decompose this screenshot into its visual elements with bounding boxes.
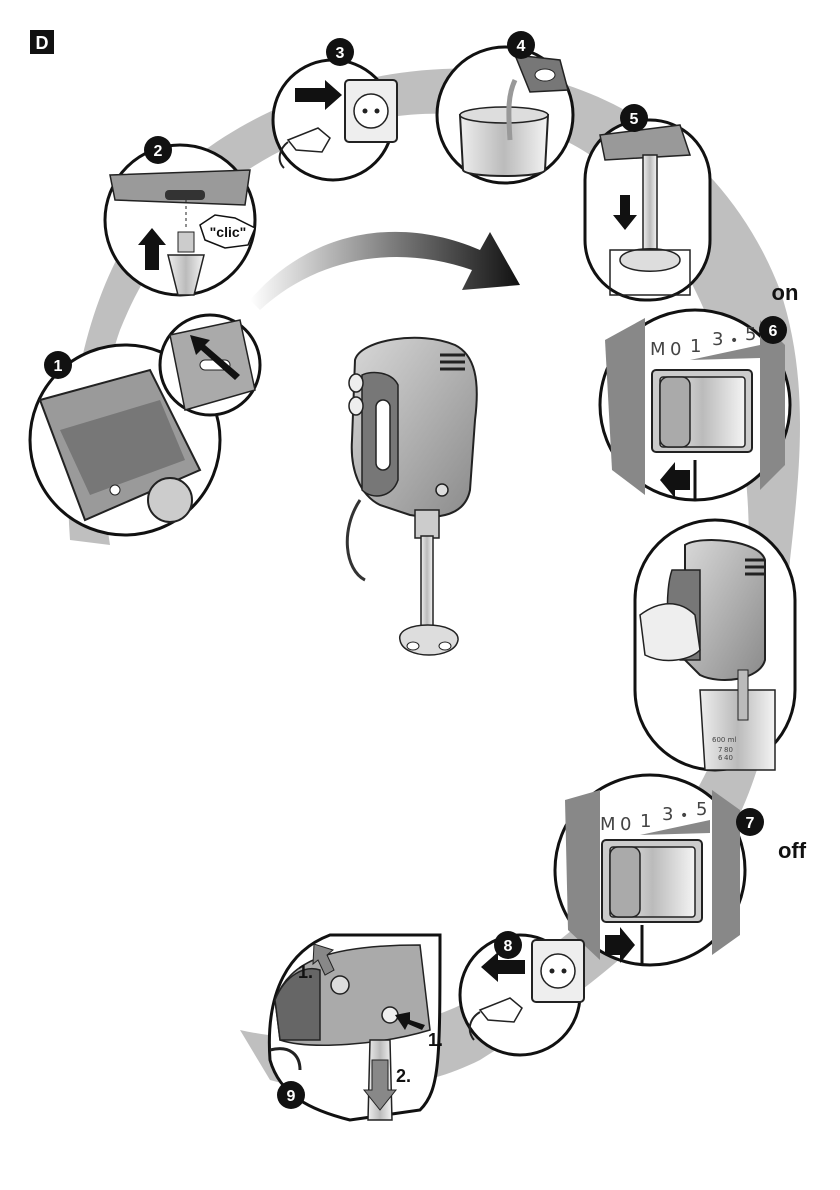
dial-dot-off: •: [680, 808, 688, 824]
hand-blender: [345, 336, 478, 656]
step-8-number: 8: [504, 938, 513, 955]
step-1-attach-shaft: 1: [28, 313, 262, 537]
release-step-1-left: 1.: [298, 962, 313, 982]
dial-1-off: 1: [640, 811, 651, 832]
jug-scale-d: 40: [724, 754, 733, 762]
jug-scale-top: 600 ml: [712, 736, 736, 744]
step-6-switch-on: on M 0 1 3 • 5 6: [598, 280, 799, 502]
dial-5-off: 5: [696, 799, 707, 820]
release-step-1-right: 1.: [428, 1030, 443, 1050]
clic-label: "clic": [210, 224, 247, 240]
step-4-pour: 4: [435, 31, 575, 185]
dial-dot: •: [730, 333, 738, 349]
dial-1: 1: [690, 336, 701, 357]
step-1-number: 1: [54, 358, 63, 375]
dial-3-off: 3: [662, 804, 673, 825]
dial-3: 3: [712, 329, 723, 350]
step-8-unplug: 8: [458, 931, 585, 1057]
blending-panel: 600 ml 7 80 6 40: [633, 518, 797, 772]
step-6-number: 6: [769, 323, 778, 340]
section-letter: D: [36, 33, 49, 53]
step-9-remove-shaft: 1. 1. 2. 9: [267, 933, 443, 1122]
dial-m: M: [650, 339, 666, 360]
on-label: on: [772, 280, 799, 305]
jug-scale-a: 7: [718, 746, 722, 754]
step-3-plug-in: 3: [271, 38, 398, 182]
step-7-switch-off: off M 0 1 3 • 5 7: [553, 773, 807, 967]
step-4-number: 4: [517, 38, 526, 55]
dial-m-off: M: [600, 814, 616, 835]
curved-arrow: [250, 231, 520, 310]
step-2-click-shaft: "clic" 2: [103, 136, 257, 297]
section-badge: D: [30, 30, 54, 54]
step-9-number: 9: [287, 1088, 296, 1105]
step-5-insert-in-jug: 5: [583, 104, 712, 302]
step-2-number: 2: [154, 143, 163, 160]
step-3-number: 3: [336, 45, 345, 62]
jug-scale-c: 80: [724, 746, 733, 754]
step-7-number: 7: [746, 815, 755, 832]
dial-0: 0: [670, 339, 681, 360]
release-step-2: 2.: [396, 1066, 411, 1086]
dial-5: 5: [745, 324, 756, 345]
off-label: off: [778, 838, 807, 863]
step-5-number: 5: [630, 111, 639, 128]
dial-0-off: 0: [620, 814, 631, 835]
jug-scale-b: 6: [718, 754, 723, 762]
